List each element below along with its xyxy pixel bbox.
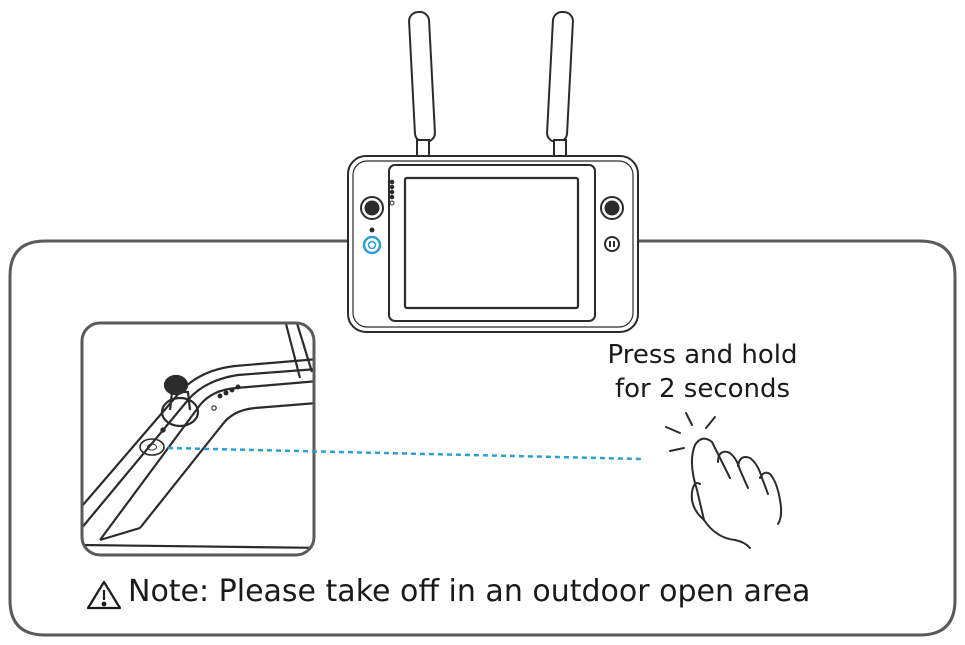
warning-triangle-icon xyxy=(86,580,122,610)
left-joystick xyxy=(360,196,384,220)
inset-joystick-cap xyxy=(163,374,189,396)
zoom-inset xyxy=(80,321,316,557)
note-text: Note: Please take off in an outdoor open… xyxy=(88,574,810,609)
power-button xyxy=(604,236,620,252)
remote-controller xyxy=(347,11,639,333)
right-antenna xyxy=(546,11,574,161)
left-antenna xyxy=(408,11,436,161)
right-joystick xyxy=(600,196,624,220)
pressing-hand-icon xyxy=(665,412,783,549)
outer-frame xyxy=(8,239,957,637)
note-message: Note: Please take off in an outdoor open… xyxy=(128,574,811,609)
controller-bezel xyxy=(388,164,596,322)
takeoff-button-highlight xyxy=(362,235,382,255)
connector-dashed-line xyxy=(167,446,643,461)
inset-takeoff-button xyxy=(139,438,165,456)
instruction-line-2: for 2 seconds xyxy=(614,374,791,404)
controller-screen xyxy=(403,176,580,310)
inset-joystick-base xyxy=(160,396,200,428)
instruction-line-1: Press and hold xyxy=(607,340,798,370)
